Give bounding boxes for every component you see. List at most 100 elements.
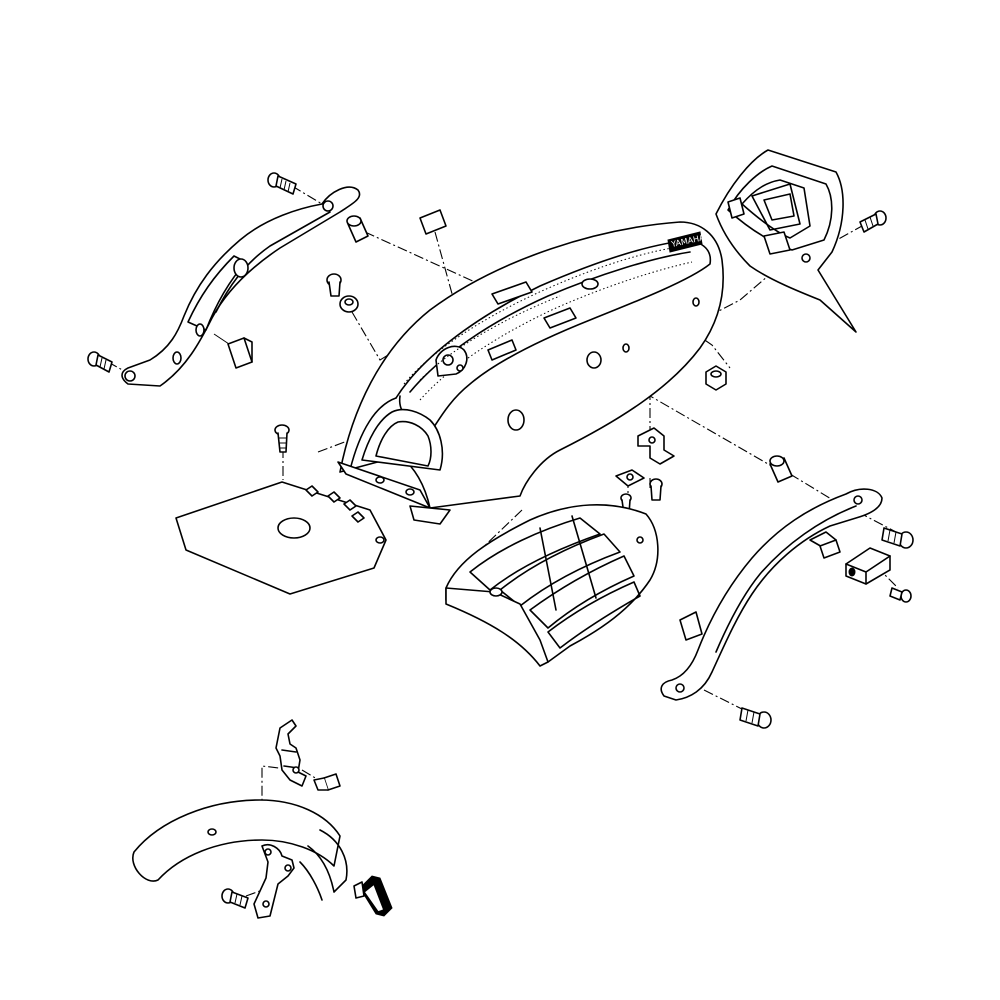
bolt-thread	[864, 216, 874, 230]
bolt-left-stay-lower	[87, 351, 113, 373]
assembly-line	[597, 365, 776, 469]
fender-decal	[543, 307, 577, 329]
fender-bracket-hole	[456, 364, 464, 372]
nut-plate	[615, 469, 645, 487]
bolt-thread	[99, 357, 107, 370]
splash-rib	[469, 517, 601, 591]
pad-block	[227, 337, 253, 369]
bolt-shank	[275, 175, 297, 195]
bolt-shank	[881, 527, 903, 547]
yamaha-emblem: YAMAHA	[667, 231, 706, 253]
tail-light-assembly	[715, 149, 857, 333]
bracket-hole	[262, 900, 270, 908]
fender-bracket-hole	[442, 354, 454, 366]
left-stay-boss	[233, 258, 249, 278]
bolt-thread	[234, 893, 243, 906]
bolt-thread	[887, 529, 897, 544]
fender-decal	[487, 339, 517, 361]
bolt-right-stay-upper	[881, 527, 914, 549]
collar-body	[328, 281, 341, 297]
splash-guard-flap	[445, 587, 549, 667]
right-stay-pad	[679, 611, 703, 641]
clamp-hole	[292, 766, 300, 774]
emblem-plate	[667, 231, 703, 253]
nut-plate-hole	[626, 473, 634, 481]
right-stay-ridge	[715, 505, 857, 653]
reflector-face	[363, 883, 385, 913]
plate-bracket-outline	[175, 481, 387, 595]
bolt-clamp	[313, 773, 341, 791]
reflector-block	[845, 547, 891, 585]
fender-hole	[405, 488, 415, 496]
splash-guard-hole	[489, 587, 503, 597]
bracket-hole	[648, 436, 656, 444]
grommet-hole	[344, 298, 354, 306]
screw-plate-bracket	[274, 424, 290, 453]
license-plate-bracket	[175, 481, 387, 595]
front-fender-outline	[132, 799, 341, 882]
tail-edge	[349, 397, 397, 471]
bolt-left-stay-upper	[267, 172, 297, 195]
fender-side-hole	[622, 343, 630, 353]
right-stay-lower-hole	[675, 683, 685, 693]
collar-top	[769, 455, 785, 467]
reflector-edge	[845, 555, 891, 585]
splash-rib	[547, 581, 641, 649]
tail-opening-inner	[375, 420, 432, 467]
bolt-shank	[739, 707, 761, 727]
right-fender-stay	[660, 488, 883, 701]
bolt-front-fender	[221, 888, 249, 909]
fender-hole	[375, 476, 385, 484]
clamp-body	[275, 719, 307, 787]
tail-mount-hole	[801, 253, 811, 263]
seat-contour	[395, 239, 712, 431]
splash-rib-vertical	[539, 515, 597, 611]
assembly-line	[434, 231, 463, 331]
splash-rib	[499, 533, 621, 607]
left-stay-upper-hole	[322, 200, 334, 212]
rear-splash-guard	[445, 504, 659, 667]
bolt-shank	[859, 213, 879, 233]
reflector-tab	[819, 539, 841, 559]
tail-bulb-housing	[751, 183, 801, 231]
bolt-tail-light	[859, 210, 887, 233]
front-fender-bracket	[253, 843, 295, 919]
screw-reflector	[889, 587, 912, 603]
collar-right	[769, 455, 793, 483]
left-fender-stay	[121, 186, 361, 387]
fender-side-hole	[507, 409, 525, 431]
front-fender	[132, 799, 348, 919]
reflector-hole	[848, 567, 856, 577]
left-stay-outline	[121, 186, 361, 387]
assembly-line	[703, 689, 749, 713]
tail-bulb	[763, 193, 795, 221]
collar-upper	[346, 215, 369, 243]
slot	[305, 485, 319, 497]
bracket-plate	[637, 427, 675, 465]
screw-thread	[279, 437, 286, 449]
front-reflector	[353, 875, 393, 917]
plate-bracket-hole	[277, 517, 311, 539]
bracket-hole	[284, 864, 292, 872]
bolt-thread	[279, 178, 291, 193]
bolt-thread	[745, 709, 755, 724]
left-stay-hole	[195, 323, 205, 337]
right-stay-outline	[660, 488, 883, 701]
label-sticker	[419, 209, 447, 235]
fender-tab	[409, 505, 451, 525]
fender-decal	[491, 281, 533, 305]
fender-bracket	[637, 427, 675, 465]
pad-block	[679, 611, 703, 641]
assembly-line	[474, 509, 523, 581]
right-stay-upper-hole	[853, 495, 863, 505]
rear-fender: YAMAHA	[337, 221, 724, 525]
assembly-line	[215, 765, 297, 833]
hose-clamp	[275, 719, 307, 787]
fender-side-hole	[586, 351, 602, 369]
screw-shank	[889, 587, 903, 601]
tail-connector	[763, 231, 791, 255]
tail-mount-tab	[727, 197, 745, 219]
bolt-shank	[229, 891, 249, 909]
bolt-bracket	[649, 478, 663, 501]
